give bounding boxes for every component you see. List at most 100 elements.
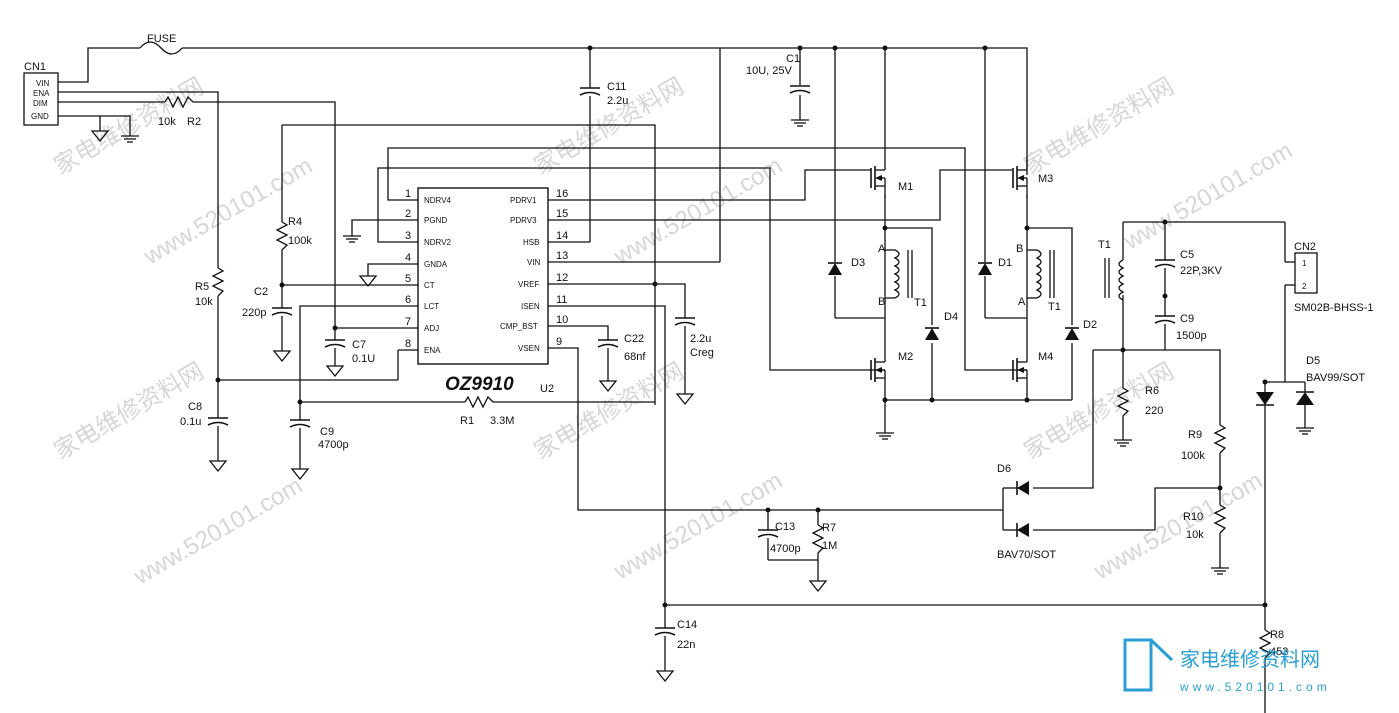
watermark-cn-1: 家电维修资料网 — [50, 73, 209, 180]
d6-value: BAV70/SOT — [997, 549, 1056, 561]
r1-value: 3.3M — [490, 415, 514, 427]
cn2-pin-1: 1 — [1302, 259, 1307, 268]
ic-pin-num-4: 4 — [405, 252, 411, 264]
c8-value: 0.1u — [180, 416, 201, 428]
watermark-layer: 家电维修资料网 www.520101.com 家电维修资料网 www.52010… — [50, 73, 1298, 591]
ic-name: OZ9910 — [445, 374, 514, 395]
r7-ref: R7 — [822, 522, 836, 534]
creg-ref: Creg — [690, 347, 714, 359]
fuse: FUSE — [139, 33, 183, 55]
ic-pin-num-2: 2 — [405, 208, 411, 220]
c1-value: 10U, 25V — [746, 65, 793, 77]
c14-ref: C14 — [677, 619, 697, 631]
ic-pin-label-10: CMP_BST — [500, 322, 538, 331]
wires — [58, 47, 1306, 713]
c9a-ref: C9 — [320, 426, 334, 438]
ic-pin-label-7: ADJ — [424, 324, 439, 333]
c1-ref: C1 — [786, 53, 800, 65]
watermark-url-5: www.520101.com — [1119, 137, 1297, 256]
watermark-cn-2: 家电维修资料网 — [50, 358, 209, 465]
m3-ref: M3 — [1038, 173, 1053, 185]
ic-pin-label-3: NDRV2 — [424, 238, 452, 247]
ic-pin-num-15: 15 — [556, 208, 568, 220]
diode-d5: D5 BAV99/SOT — [1256, 355, 1365, 406]
d4-ref: D4 — [944, 311, 958, 323]
ic-pin-label-4: GNDA — [424, 260, 448, 269]
cn2-ref: CN2 — [1294, 241, 1316, 253]
ic-pin-num-11: 11 — [556, 294, 567, 306]
ic-pin-num-14: 14 — [556, 230, 568, 242]
t1-sec-ref: T1 — [1098, 239, 1111, 251]
t1-right-ref: T1 — [1048, 301, 1061, 313]
transformer-t1-secondary: T1 — [1098, 239, 1125, 301]
ic-left-pin-lines — [398, 199, 418, 351]
ic-pin-num-13: 13 — [556, 250, 568, 262]
ic-ref: U2 — [540, 383, 554, 395]
r2-value: 10k — [158, 116, 176, 128]
m2-ref: M2 — [898, 351, 913, 363]
c5-ref: C5 — [1180, 249, 1194, 261]
ic-pin-label-9: VSEN — [518, 344, 540, 353]
c5-value: 22P,3KV — [1180, 265, 1223, 277]
c22-value: 68nf — [624, 351, 646, 363]
connector-cn1: CN1 VIN ENA DIM GND — [23, 61, 59, 126]
r9-value: 100k — [1181, 450, 1205, 462]
ic-pin-label-5: CT — [424, 281, 435, 290]
r4-value: 100k — [288, 235, 312, 247]
r10-value: 10k — [1186, 529, 1204, 541]
ic-pin-num-12: 12 — [556, 272, 568, 284]
ic-pin-num-9: 9 — [556, 336, 562, 348]
r7-value: 1M — [822, 540, 837, 552]
ic-pin-num-16: 16 — [556, 188, 568, 200]
ic-pin-label-16: PDRV1 — [510, 196, 537, 205]
ic-pin-num-10: 10 — [556, 314, 568, 326]
r6-ref: R6 — [1145, 385, 1159, 397]
d1-ref: D1 — [998, 257, 1012, 269]
logo-url: www.520101.com — [1179, 680, 1331, 694]
r1-ref: R1 — [460, 415, 474, 427]
r10-ref: R10 — [1183, 511, 1203, 523]
cn1-pin-vin: VIN — [36, 79, 50, 88]
c8-ref: C8 — [188, 401, 202, 413]
r2-ref: R2 — [187, 116, 201, 128]
watermark-url-6: www.520101.com — [1089, 467, 1267, 586]
r8-ref: R8 — [1270, 629, 1284, 641]
transformer-t1-right: B A T1 — [1016, 243, 1061, 313]
d2-ref: D2 — [1083, 319, 1097, 331]
creg-value: 2.2u — [690, 333, 711, 345]
cn1-ref: CN1 — [24, 61, 46, 73]
ic-pin-num-3: 3 — [405, 230, 411, 242]
ic-pin-label-12: VREF — [518, 280, 539, 289]
t1-a-left: A — [878, 243, 886, 255]
ic-pin-num-5: 5 — [405, 273, 411, 285]
t1-b-left: B — [878, 296, 885, 308]
r8-value: 453 — [1270, 646, 1288, 658]
c11-value: 2.2u — [607, 95, 628, 107]
t1-b-right: B — [1016, 243, 1023, 255]
ic-pin-label-8: ENA — [424, 346, 441, 355]
watermark-cn-5: 家电维修资料网 — [1020, 73, 1179, 180]
junctions — [215, 45, 1268, 608]
fuse-label: FUSE — [147, 33, 176, 45]
c13-ref: C13 — [775, 521, 795, 533]
c13-value: 4700p — [770, 543, 801, 555]
watermark-url-1: www.520101.com — [139, 152, 317, 271]
cn1-pin-gnd: GND — [31, 112, 49, 121]
ic-oz9910: 1 NDRV4 2 PGND 3 NDRV2 4 GNDA 5 CT 6 LCT… — [398, 187, 572, 395]
c7-value: 0.1U — [352, 353, 375, 365]
c11-ref: C11 — [607, 81, 626, 93]
ic-right-pin-lines — [548, 199, 572, 349]
diode-d6: D6 BAV70/SOT — [997, 463, 1056, 561]
transformer-t1-left: A B T1 — [878, 243, 927, 309]
m4-ref: M4 — [1038, 351, 1053, 363]
ic-pin-label-15: PDRV3 — [510, 216, 537, 225]
watermark-url-2: www.520101.com — [129, 472, 307, 591]
d3-ref: D3 — [851, 257, 865, 269]
ic-pin-label-13: VIN — [527, 258, 541, 267]
c22-ref: C22 — [624, 333, 644, 345]
ic-pin-num-8: 8 — [405, 338, 411, 350]
ic-pin-label-2: PGND — [424, 216, 447, 225]
r6-value: 220 — [1145, 405, 1163, 417]
r5-value: 10k — [195, 296, 213, 308]
